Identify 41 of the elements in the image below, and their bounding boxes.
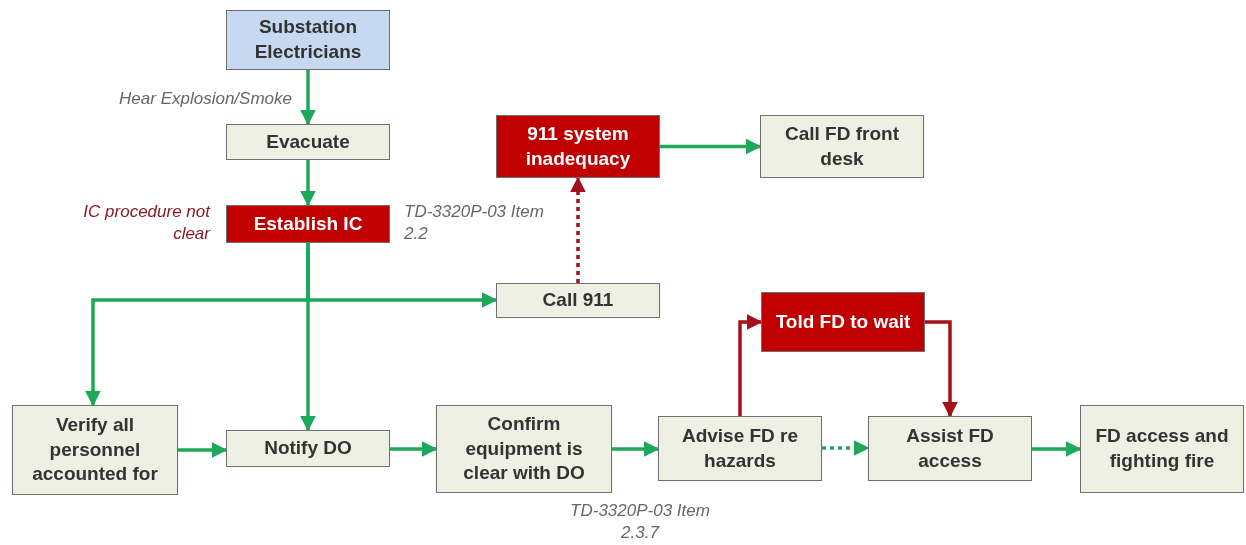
box-label: Call 911 xyxy=(542,288,614,313)
box-label: Assist FD access xyxy=(905,423,995,473)
box-label: 911 system inadequacy xyxy=(524,121,632,171)
process-box xyxy=(658,416,822,481)
box-label: Evacuate xyxy=(266,129,350,154)
box-label: FD access and fighting fire xyxy=(1094,424,1230,473)
process-box xyxy=(496,115,660,178)
arrow xyxy=(570,176,586,283)
box-label: Notify DO xyxy=(264,436,352,461)
arrow xyxy=(390,441,438,457)
arrow xyxy=(1032,441,1082,457)
arrow xyxy=(738,314,763,416)
annotation-note: IC procedure not clear xyxy=(82,201,210,246)
process-box xyxy=(436,405,612,493)
process-box xyxy=(761,292,925,352)
box-label: Confirm equipment is clear with DO xyxy=(462,411,586,486)
annotation-note: TD-3320P-03 Item 2.3.7 xyxy=(569,500,711,545)
annotation-note: TD-3320P-03 Item 2.2 xyxy=(404,201,545,246)
arrow xyxy=(925,320,958,418)
arrow xyxy=(612,441,660,457)
arrow xyxy=(300,243,316,432)
box-label: Establish IC xyxy=(253,211,363,236)
process-box xyxy=(760,115,924,178)
box-label: Call FD front desk xyxy=(784,121,900,171)
process-box xyxy=(496,283,660,318)
arrow xyxy=(822,440,870,456)
box-label: Advise FD re hazards xyxy=(680,423,800,473)
process-box xyxy=(226,124,390,160)
process-box xyxy=(226,205,390,243)
process-box xyxy=(868,416,1032,481)
box-label: Told FD to wait xyxy=(775,309,911,334)
process-box xyxy=(226,10,390,70)
arrow xyxy=(660,138,762,155)
arrow xyxy=(300,160,316,207)
process-box xyxy=(12,405,178,495)
process-box xyxy=(226,430,390,467)
arrow xyxy=(300,70,316,126)
box-label: Verify all personnel accounted for xyxy=(31,412,159,487)
arrow xyxy=(178,442,228,458)
box-label: Substation Electricians xyxy=(253,15,363,64)
process-box xyxy=(1080,405,1244,493)
